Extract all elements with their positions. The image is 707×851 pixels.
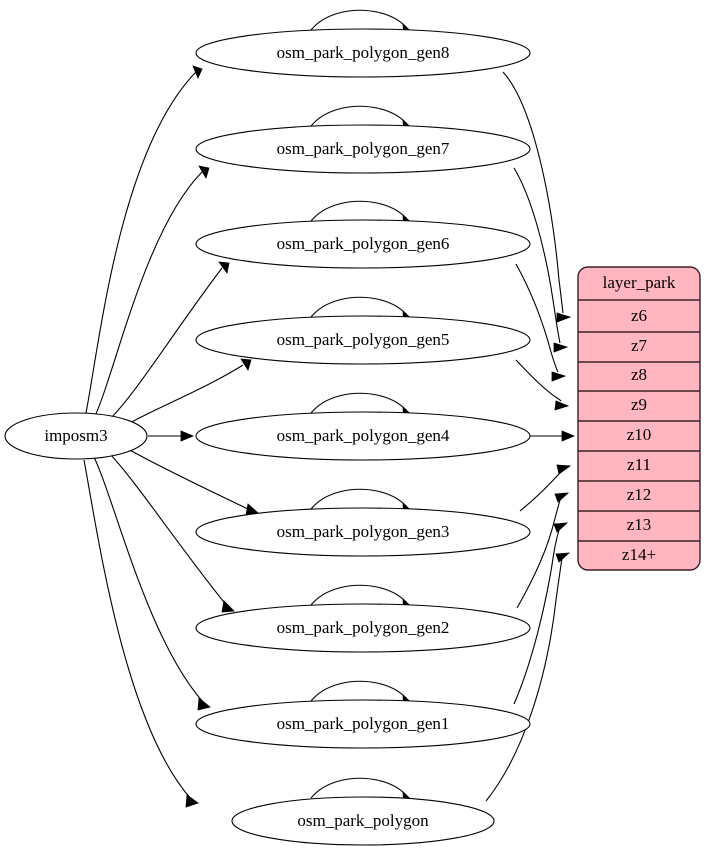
gen6-label: osm_park_polygon_gen6 [277, 234, 450, 253]
layer-park-row-z13[interactable]: z13 [627, 515, 652, 534]
edge-gen2-to-z12 [516, 492, 570, 609]
layer-park-body [577, 266, 701, 571]
edge-imposm3-to-polygon [83, 459, 199, 808]
gen7-label: osm_park_polygon_gen7 [277, 139, 450, 158]
node-osm_park_polygon_gen5[interactable]: osm_park_polygon_gen5 [195, 315, 531, 365]
layer-park-row-z7[interactable]: z7 [631, 336, 648, 355]
polygon-label: osm_park_polygon [297, 811, 429, 830]
edge-imposm3-to-gen8 [85, 65, 203, 414]
node-osm_park_polygon_gen1[interactable]: osm_park_polygon_gen1 [195, 699, 531, 749]
gen1-label: osm_park_polygon_gen1 [277, 714, 450, 733]
node-osm_park_polygon_gen7[interactable]: osm_park_polygon_gen7 [195, 124, 531, 174]
edge-imposm3-to-gen6 [109, 261, 230, 420]
node-osm_park_polygon[interactable]: osm_park_polygon [231, 796, 495, 846]
gen7-ellipse[interactable] [195, 124, 531, 174]
edge-imposm3-to-gen3 [127, 448, 259, 516]
edge-imposm3-to-gen4 [148, 430, 195, 442]
edge-gen3-to-z11 [519, 464, 572, 512]
imposm3-ellipse[interactable] [4, 412, 148, 460]
gen5-label: osm_park_polygon_gen5 [277, 330, 450, 349]
gen8-label: osm_park_polygon_gen8 [277, 43, 450, 62]
gen2-label: osm_park_polygon_gen2 [277, 618, 450, 637]
gen4-label: osm_park_polygon_gen4 [277, 426, 450, 445]
layer-park-row-z10[interactable]: z10 [627, 425, 652, 444]
layer-park-header: layer_park [603, 273, 676, 292]
gen1-ellipse[interactable] [195, 699, 531, 749]
edge-imposm3-to-gen5 [127, 358, 252, 425]
node-osm_park_polygon_gen6[interactable]: osm_park_polygon_gen6 [195, 219, 531, 269]
edge-imposm3-to-gen7 [94, 165, 210, 417]
layer-park-row-z8[interactable]: z8 [631, 365, 647, 384]
node-osm_park_polygon_gen8[interactable]: osm_park_polygon_gen8 [195, 28, 531, 78]
gen5-ellipse[interactable] [195, 315, 531, 365]
gen3-ellipse[interactable] [195, 507, 531, 557]
gen6-ellipse[interactable] [195, 219, 531, 269]
node-osm_park_polygon_gen2[interactable]: osm_park_polygon_gen2 [195, 603, 531, 653]
polygon-ellipse[interactable] [231, 796, 495, 846]
gen3-label: osm_park_polygon_gen3 [277, 522, 450, 541]
gen2-ellipse[interactable] [195, 603, 531, 653]
layer-park-row-z6[interactable]: z6 [631, 306, 647, 325]
edge-gen6-to-z8 [515, 263, 567, 382]
gen8-ellipse[interactable] [195, 28, 531, 78]
edge-imposm3-to-gen2 [109, 453, 235, 613]
node-osm_park_polygon_gen3[interactable]: osm_park_polygon_gen3 [195, 507, 531, 557]
layer-park-row-z11[interactable]: z11 [627, 455, 651, 474]
node-imposm3[interactable]: imposm3 [4, 412, 148, 460]
imposm3-label: imposm3 [44, 426, 107, 445]
layer-park-row-z12[interactable]: z12 [627, 485, 652, 504]
edges-from-imposm3 [83, 65, 259, 808]
edge-gen1-to-z13 [513, 522, 569, 705]
edge-gen8-to-z6 [502, 71, 572, 323]
edge-gen7-to-z7 [513, 167, 569, 353]
layer-park-row-z14plus[interactable]: z14+ [622, 545, 656, 564]
edge-gen5-to-z9 [515, 359, 570, 411]
edge-gen4-to-z10 [530, 430, 576, 442]
layer-park-table[interactable]: layer_park z6 z7 z8 z9 z10 z11 z12 z13 z… [577, 266, 701, 571]
gen4-ellipse[interactable] [195, 411, 531, 461]
layer-park-row-z9[interactable]: z9 [631, 395, 647, 414]
edge-imposm3-to-gen1 [93, 456, 211, 711]
edges-to-layer-park [485, 71, 576, 802]
node-osm_park_polygon_gen4[interactable]: osm_park_polygon_gen4 [195, 411, 531, 461]
edge-polygon-to-z14 [485, 552, 571, 802]
